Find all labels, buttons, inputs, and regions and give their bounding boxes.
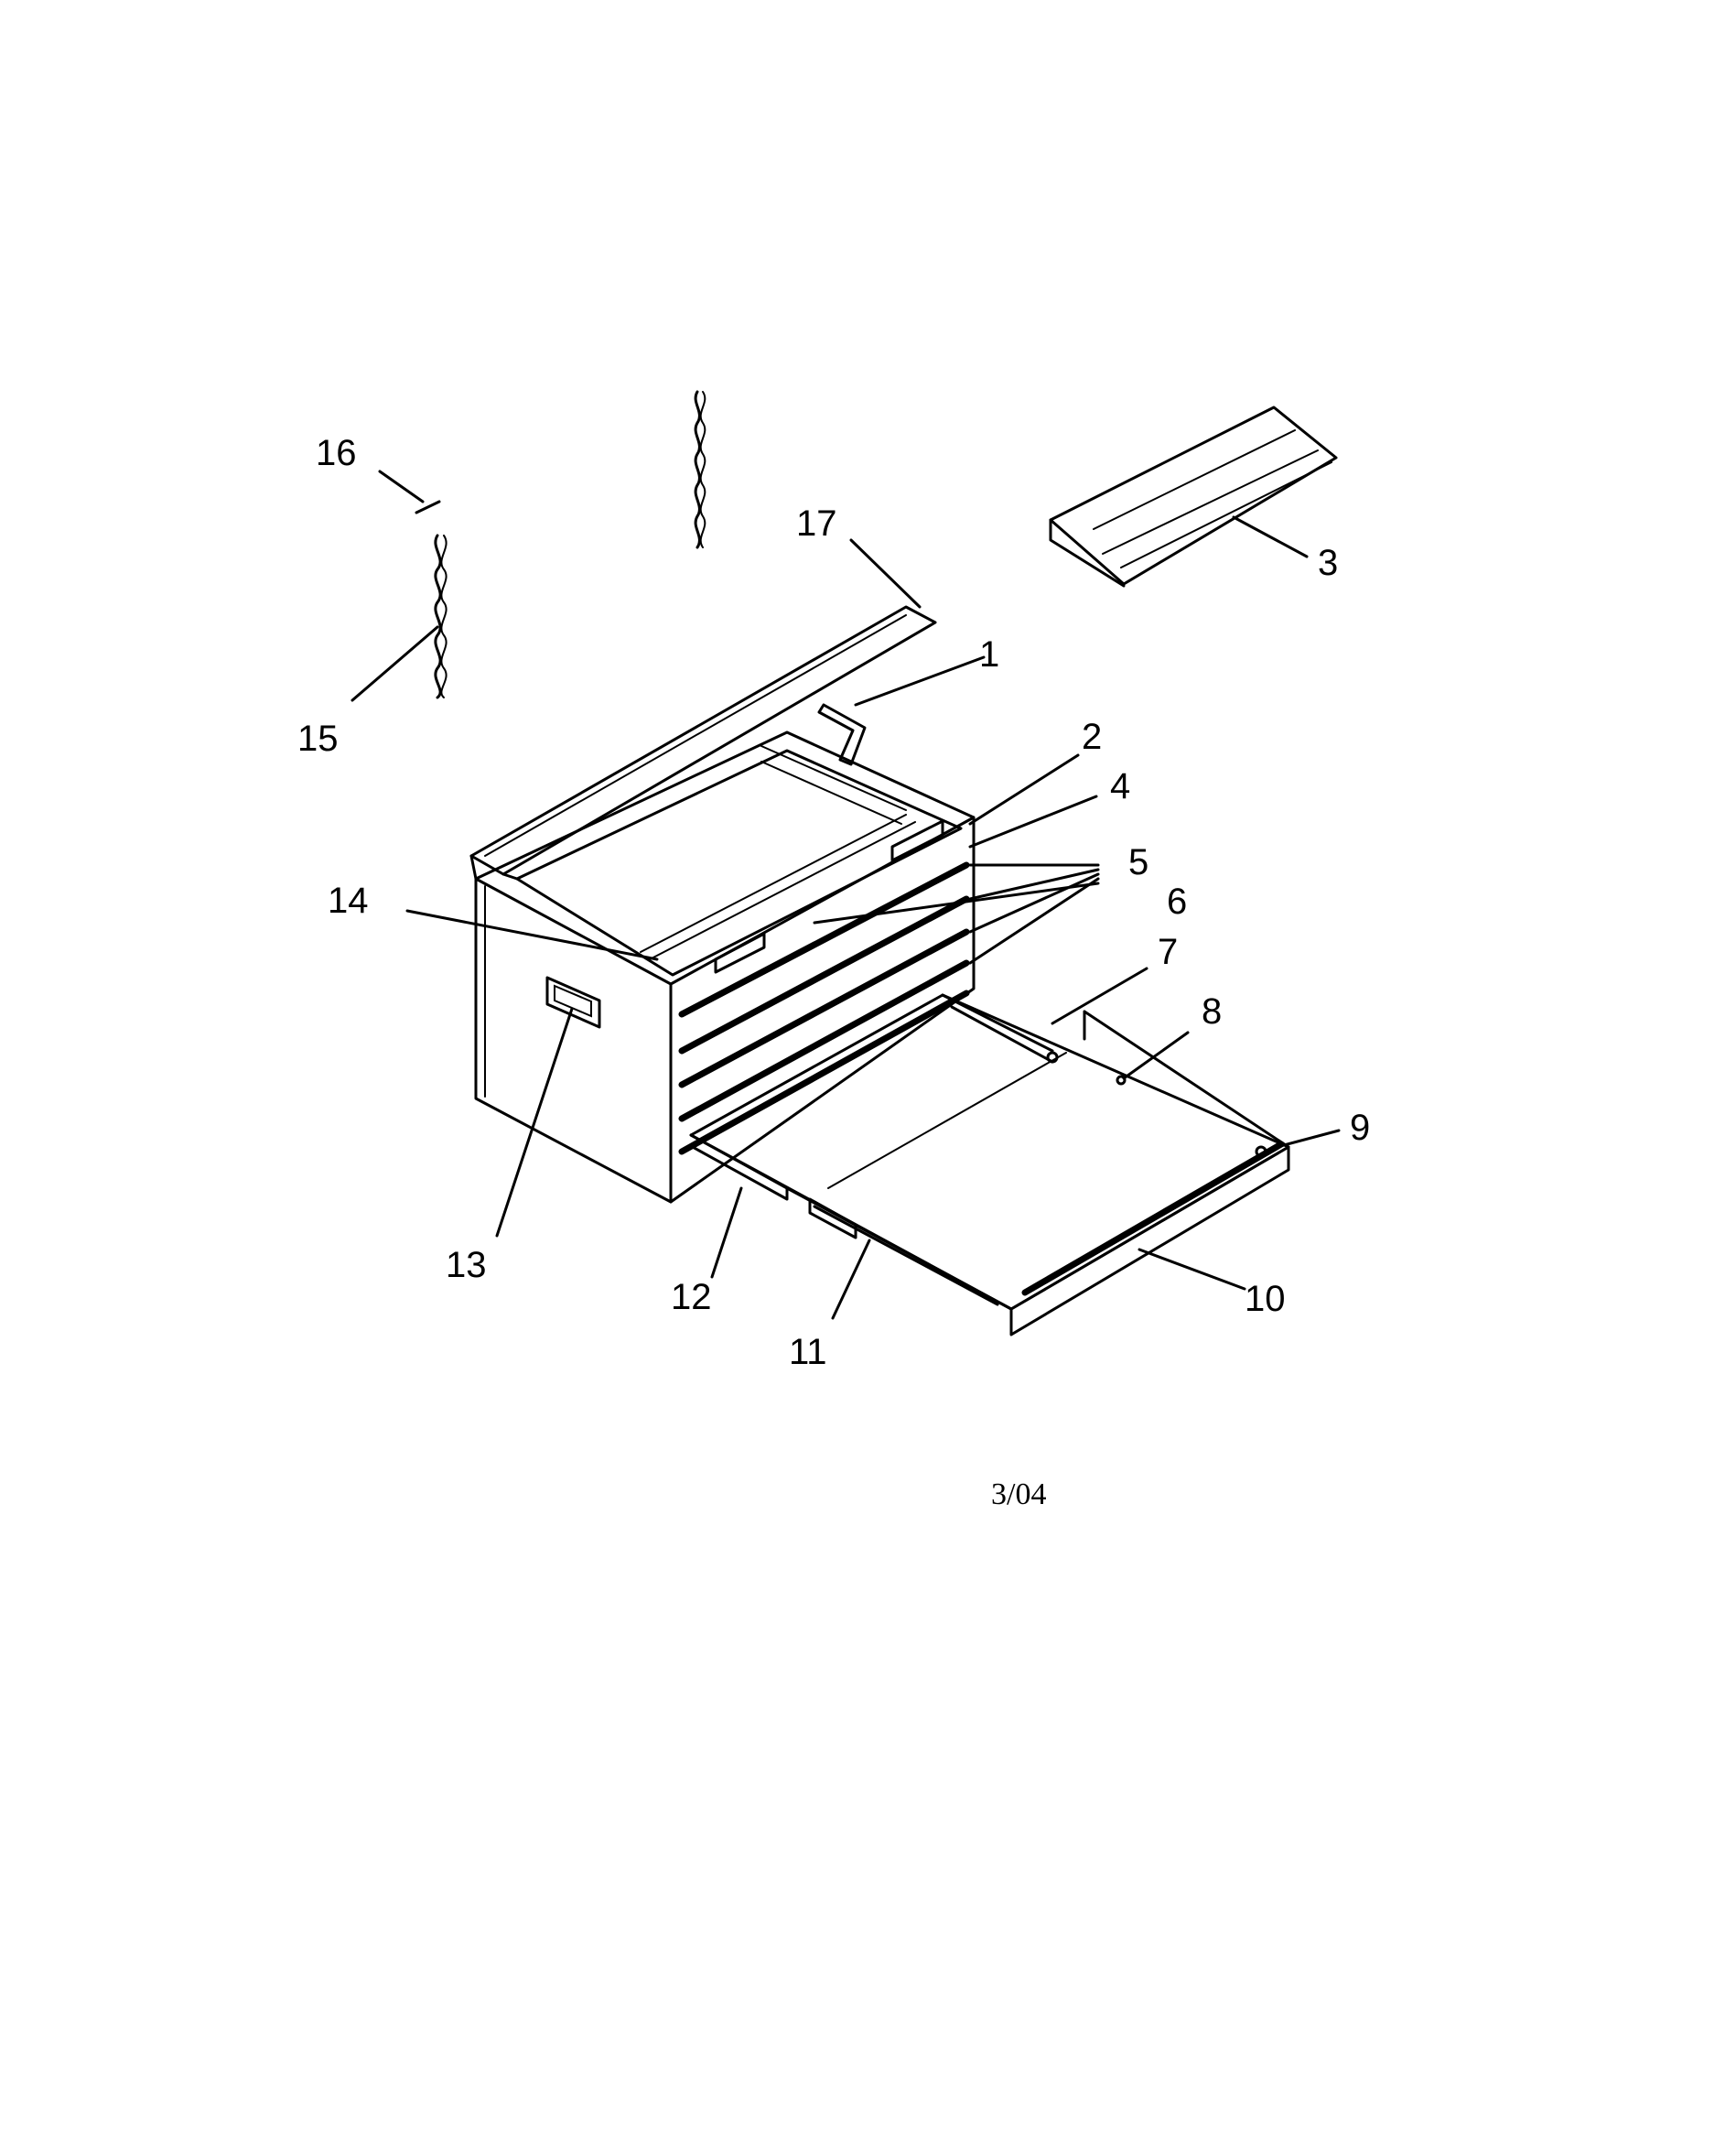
- leader-5e: [813, 882, 1100, 925]
- leader-7: [1051, 967, 1148, 1025]
- chain-15-links-b: [440, 535, 447, 698]
- leader-2: [968, 753, 1080, 826]
- callout-13: 13: [446, 1245, 487, 1285]
- leader-13: [495, 1007, 574, 1238]
- callout-4: 4: [1110, 766, 1130, 806]
- chest-till-divider: [640, 814, 916, 960]
- tray-inner-rail-3: [1120, 461, 1332, 568]
- lid-front-lip: [469, 854, 519, 881]
- drawer-handle-right: [890, 819, 944, 862]
- chest-lid: [469, 605, 937, 881]
- drawer-side-right: [1083, 1010, 1290, 1149]
- drawer-front-liner: [1021, 1141, 1285, 1296]
- leader-5c: [968, 872, 1100, 934]
- callout-11: 11: [789, 1332, 827, 1372]
- callout-labels: 1 2 3 4 5 6 7 8 9 10 11 12 13 14 15 16 1…: [297, 433, 1370, 1372]
- callout-2: 2: [1082, 717, 1102, 757]
- tray-outline: [1049, 406, 1338, 586]
- side-handle: [545, 976, 601, 1029]
- callout-7: 7: [1158, 932, 1178, 972]
- drawer-stop-9: [1255, 1145, 1267, 1158]
- pin-16: [415, 500, 441, 514]
- side-handle-grip: [554, 984, 592, 1018]
- leader-5b: [968, 868, 1100, 901]
- drawer-slide-left: [689, 1133, 789, 1201]
- chain-center-links-b: [699, 391, 706, 548]
- slide-roller-7: [1046, 1051, 1059, 1064]
- lid-support-stay: [817, 703, 867, 766]
- chest-top-cavity: [515, 749, 963, 977]
- callout-3: 3: [1318, 543, 1338, 583]
- callout-9: 9: [1350, 1108, 1370, 1148]
- drawer-front-3: [678, 928, 970, 1088]
- chain-15: [434, 534, 447, 699]
- open-drawer: [689, 993, 1290, 1336]
- callout-8: 8: [1202, 991, 1222, 1032]
- drawer-handle-top: [714, 932, 766, 974]
- callout-15: 15: [297, 719, 339, 759]
- leader-10: [1138, 1248, 1246, 1291]
- drawer-front-open: [1009, 1145, 1290, 1336]
- drawer-cross-brace: [827, 1052, 1067, 1189]
- chain-center: [694, 390, 706, 549]
- callout-6: 6: [1167, 882, 1187, 922]
- leader-16: [378, 470, 425, 503]
- callout-16: 16: [316, 433, 357, 473]
- footer-date: 3/04: [991, 1477, 1046, 1511]
- leader-11: [831, 1239, 871, 1320]
- lid-inner-edge: [484, 614, 907, 857]
- callout-14: 14: [328, 881, 369, 921]
- drawer-front-4: [678, 959, 970, 1122]
- callout-10: 10: [1245, 1279, 1286, 1319]
- drawer-front-1: [678, 861, 970, 1018]
- callout-5: 5: [1128, 842, 1148, 882]
- chain-center-links: [694, 390, 701, 549]
- leader-9: [1268, 1129, 1341, 1151]
- drawer-front-5: [678, 990, 970, 1155]
- callout-17: 17: [796, 503, 837, 544]
- tray-inner-rail-2: [1102, 449, 1319, 555]
- lid-panel: [469, 605, 937, 876]
- leader-12: [710, 1186, 743, 1279]
- tray-front: [1049, 518, 1126, 588]
- chain-15-links: [434, 534, 442, 699]
- lift-out-tray: [1049, 406, 1338, 588]
- leader-8: [1122, 1031, 1190, 1080]
- leader-4: [968, 795, 1098, 849]
- leader-15: [350, 625, 439, 702]
- leader-3: [1232, 515, 1309, 558]
- leader-1: [854, 655, 986, 707]
- chest-left-side-panel: [474, 877, 673, 1204]
- leader-14: [405, 909, 659, 961]
- drawer-side-8-point: [1116, 1075, 1127, 1086]
- slide-bracket: [808, 1197, 857, 1239]
- chest-front-face: [669, 816, 976, 1204]
- drawer-stack: [678, 819, 970, 1155]
- drawer-slide-right: [941, 993, 1054, 1064]
- drawer-front-2: [678, 895, 970, 1055]
- drawer-pan: [689, 993, 1290, 1311]
- leader-lines: [350, 470, 1341, 1320]
- callout-1: 1: [979, 634, 999, 675]
- leader-17: [849, 538, 922, 609]
- tray-inner-rail-1: [1093, 429, 1296, 530]
- leader-5d: [968, 877, 1100, 965]
- chest-till-side: [760, 745, 907, 825]
- callout-12: 12: [671, 1277, 712, 1317]
